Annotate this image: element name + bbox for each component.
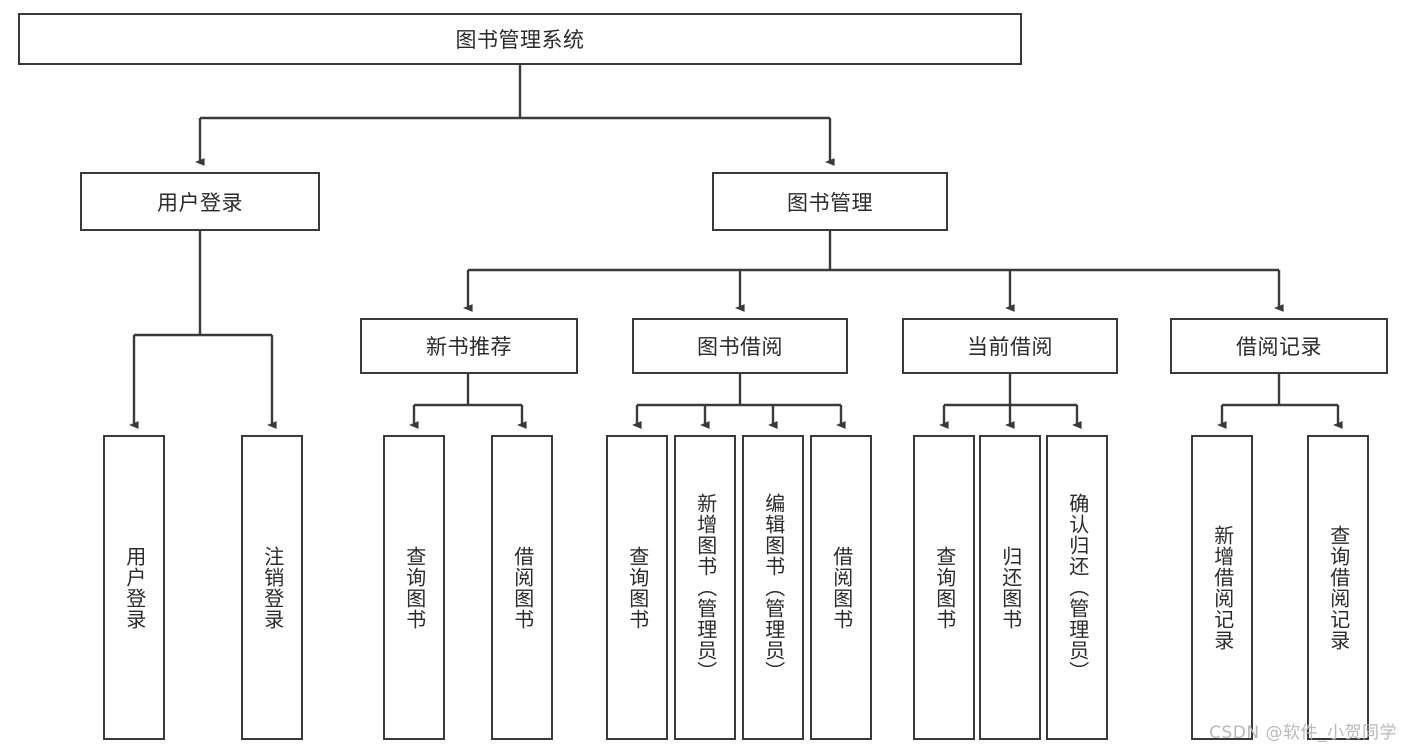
leaf-borrow-query-book[interactable]: 查询图书 [606, 435, 668, 740]
node-label: 借阅图书 [510, 545, 535, 630]
leaf-logout[interactable]: 注销登录 [241, 435, 303, 740]
node-label: 借阅图书 [829, 545, 854, 630]
node-label: 图书管理系统 [455, 28, 585, 52]
node-label: 借阅记录 [1236, 335, 1322, 359]
leaf-borrow-borrow-book[interactable]: 借阅图书 [810, 435, 872, 740]
node-label: 查询借阅记录 [1326, 524, 1351, 651]
node-book-borrowing[interactable]: 图书借阅 [632, 318, 848, 374]
node-label: 查询图书 [402, 545, 427, 630]
leaf-recommend-query-book[interactable]: 查询图书 [383, 435, 445, 740]
node-label: 新书推荐 [426, 335, 512, 359]
node-label: 当前借阅 [967, 335, 1053, 359]
leaf-borrow-edit-book-admin[interactable]: 编辑图书（管理员） [742, 435, 804, 740]
csdn-watermark: CSDN @软件_小贺同学 [1209, 723, 1397, 743]
node-book-management[interactable]: 图书管理 [712, 172, 948, 231]
leaf-record-query-borrow-record[interactable]: 查询借阅记录 [1307, 435, 1369, 740]
leaf-user-login[interactable]: 用户登录 [103, 435, 165, 740]
node-new-book-recommendation[interactable]: 新书推荐 [360, 318, 578, 374]
node-label: 编辑图书（管理员） [761, 493, 786, 682]
node-label: 用户登录 [122, 545, 147, 630]
node-root-book-management-system[interactable]: 图书管理系统 [18, 13, 1022, 65]
node-label: 图书借阅 [697, 335, 783, 359]
leaf-current-query-book[interactable]: 查询图书 [913, 435, 975, 740]
node-label: 注销登录 [260, 545, 285, 630]
leaf-record-add-borrow-record[interactable]: 新增借阅记录 [1191, 435, 1253, 740]
node-label: 新增图书（管理员） [693, 493, 718, 682]
node-user-login[interactable]: 用户登录 [80, 172, 320, 231]
node-label: 用户登录 [157, 190, 243, 215]
leaf-current-confirm-return-admin[interactable]: 确认归还（管理员） [1046, 435, 1108, 740]
node-label: 新增借阅记录 [1210, 524, 1235, 651]
node-label: 归还图书 [998, 545, 1023, 630]
leaf-recommend-borrow-book[interactable]: 借阅图书 [491, 435, 553, 740]
leaf-borrow-add-book-admin[interactable]: 新增图书（管理员） [674, 435, 736, 740]
node-label: 图书管理 [787, 190, 873, 215]
node-current-borrowing[interactable]: 当前借阅 [902, 318, 1118, 374]
node-label: 确认归还（管理员） [1065, 493, 1090, 682]
node-label: 查询图书 [932, 545, 957, 630]
leaf-current-return-book[interactable]: 归还图书 [979, 435, 1041, 740]
node-label: 查询图书 [625, 545, 650, 630]
node-borrow-records[interactable]: 借阅记录 [1170, 318, 1388, 374]
